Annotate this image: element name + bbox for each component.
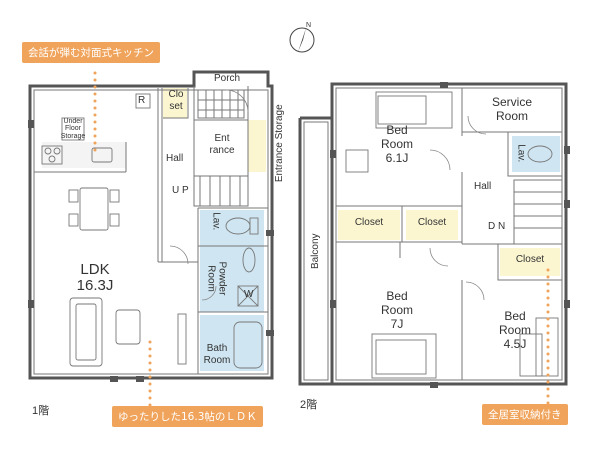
ldk-label: LDK [80,261,110,278]
entrance-storage-label: Entrance Storage [273,104,285,183]
closet1-label: Closet [354,217,384,228]
bed1-label-1: Bed [386,123,408,137]
second-floor-walls [298,82,568,386]
closet2-label: Closet [417,217,447,228]
closet3-fill [500,248,560,276]
lav-label: Lav. [210,212,222,231]
bath-label-2: Room [203,355,231,366]
first-floor-windows [28,120,274,382]
closet-fill [163,88,187,118]
callout-kitchen: 会話が弾む対面式キッチン [22,42,160,63]
callout-storage: 全居室収納付き [482,404,568,425]
compass-icon [289,27,315,53]
bed3-label-2: Room [498,323,531,337]
first-floor-inner-walls [33,86,269,375]
service-room-label-1: Service [491,95,532,109]
bath-label-1: Bath [206,343,228,354]
second-floor-inner-walls [303,87,563,381]
r-label: R [138,95,146,106]
entrance-storage-fill [248,120,266,172]
powder-room-label: Powder Room [206,261,228,296]
closet-label-2: set [169,101,183,112]
callout-ldk: ゆったりした16.3帖のＬＤＫ [112,406,263,427]
compass-letter: N [306,22,312,29]
first-floor-doors [169,89,249,301]
hall2-label: Hall [474,181,492,192]
closet2-fill [406,210,458,240]
second-floor-windows [330,82,570,388]
bed1-size: 6.1J [385,151,409,165]
bath-room-fill [200,315,264,371]
closet1-fill [338,210,400,240]
entrance-label-1: Ent [214,133,230,144]
porch-label: Porch [214,73,241,84]
lav2-label: Lav. [515,144,527,163]
bed2-size: 7J [390,317,404,331]
floor-label-1: 1階 [32,405,50,417]
bed3-size: 4.5J [503,337,527,351]
hall-label: Hall [166,153,184,164]
w-label: W [244,289,254,300]
dn-label: D N [488,221,506,232]
balcony-label: Balcony [309,233,321,270]
bed1-label-2: Room [380,137,413,151]
lav-fill [200,210,264,246]
under-floor-storage-label: Under Floor Storage [60,118,86,140]
up-label: U P [172,185,189,196]
service-room-label-2: Room [495,109,528,123]
bed3-label-1: Bed [504,309,526,323]
closet-label-1: Clo [168,89,184,100]
second-floor-doors [429,115,487,301]
closet3-label: Closet [515,254,545,265]
callout-pointers [93,71,550,407]
bed2-label-2: Room [380,303,413,317]
first-floor-fixtures [41,93,263,369]
floor-label-2: 2階 [300,399,318,411]
bed2-label-1: Bed [386,289,408,303]
ldk-size: 16.3J [76,277,114,294]
entrance-label-2: rance [209,145,235,156]
